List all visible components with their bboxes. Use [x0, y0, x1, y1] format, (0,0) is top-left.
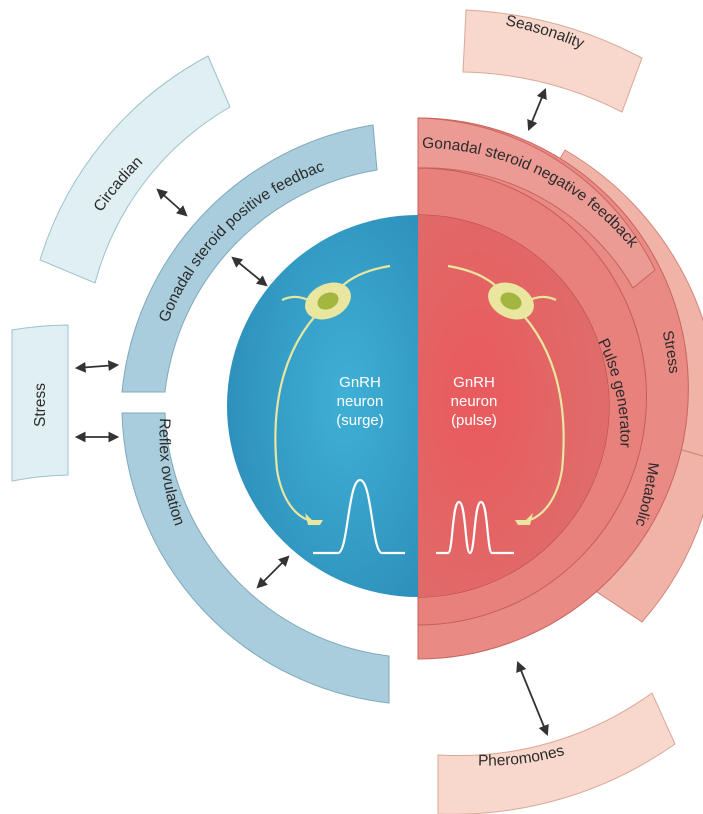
- surge-line2: neuron: [337, 393, 384, 410]
- arrow-positive-feedback: [231, 256, 268, 287]
- arrow-reflex-ovulation: [256, 555, 290, 589]
- negative-feedback-band: [417, 117, 656, 289]
- neuron-surge-nucleus: [317, 292, 339, 310]
- label-stress-right: Stress: [659, 329, 683, 374]
- label-stress-left: Stress: [32, 383, 49, 427]
- blue-core-half: [227, 215, 418, 597]
- red-core-half: [418, 215, 609, 597]
- pulse-line3: (pulse): [451, 412, 497, 429]
- arrow-pheromones: [516, 661, 549, 736]
- pulse-line1: GnRH: [453, 374, 495, 391]
- pheromones-band: [437, 692, 676, 814]
- arrow-stress-upper: [74, 360, 120, 373]
- arrow-seasonality: [527, 88, 547, 131]
- pulse-waveform: [436, 500, 514, 555]
- surge-line1: GnRH: [339, 374, 381, 391]
- surge-waveform: [313, 478, 405, 555]
- stress-left-band: [11, 324, 69, 482]
- positive-feedback-band: [121, 124, 378, 393]
- surge-line3: (surge): [336, 412, 384, 429]
- neuron-pulse-terminal: [515, 513, 533, 525]
- pulse-line2: neuron: [451, 393, 498, 410]
- reflex-ovulation-band: [121, 412, 390, 704]
- arrow-circadian: [156, 188, 188, 217]
- neuron-surge-terminal: [305, 513, 323, 525]
- seasonality-band: [462, 9, 643, 113]
- circadian-band: [39, 55, 231, 284]
- neuron-pulse-nucleus: [500, 292, 522, 310]
